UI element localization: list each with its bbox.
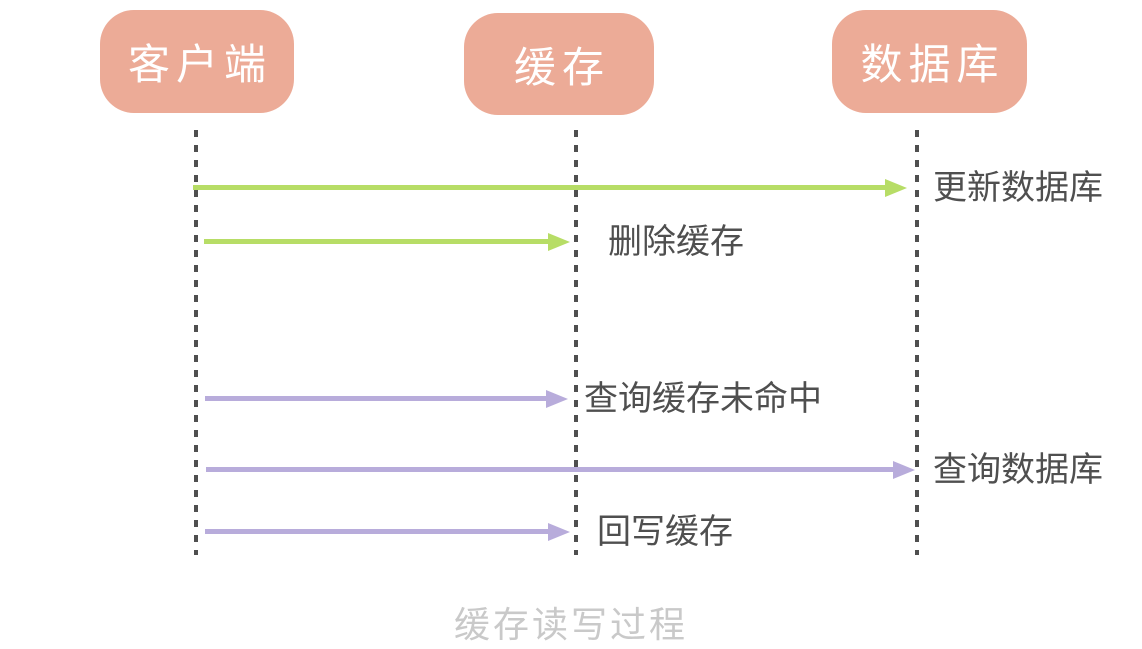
actor-label-database: 数据库	[860, 40, 1005, 89]
arrow-query-database	[206, 461, 915, 479]
message-label-delete-cache: 删除缓存	[608, 222, 744, 262]
lifeline-cache	[574, 130, 578, 555]
arrow-line	[204, 239, 554, 244]
message-label-update-database: 更新数据库	[933, 168, 1103, 208]
diagram-caption: 缓存读写过程	[453, 605, 688, 646]
arrow-line	[206, 467, 899, 472]
lifeline-database	[915, 130, 919, 555]
arrow-head-icon	[548, 523, 570, 541]
message-label-query-cache-miss: 查询缓存未命中	[584, 379, 822, 419]
actor-box-database: 数据库	[832, 10, 1027, 113]
actor-label-client: 客户端	[127, 40, 272, 89]
arrow-head-icon	[548, 233, 570, 251]
arrow-write-back-cache	[205, 523, 570, 541]
message-label-query-database: 查询数据库	[933, 450, 1103, 490]
arrow-line	[193, 185, 891, 190]
arrow-head-icon	[885, 179, 907, 197]
arrow-head-icon	[893, 461, 915, 479]
arrow-query-cache-miss	[205, 390, 568, 408]
message-label-write-back-cache: 回写缓存	[597, 512, 733, 552]
arrow-line	[205, 396, 552, 401]
actor-label-cache: 缓存	[513, 42, 610, 92]
actor-box-cache: 缓存	[464, 13, 654, 115]
arrow-update-database	[193, 179, 907, 197]
arrow-delete-cache	[204, 233, 570, 251]
actor-box-client: 客户端	[100, 10, 294, 113]
arrow-line	[205, 529, 554, 534]
arrow-head-icon	[546, 390, 568, 408]
lifeline-client	[194, 130, 198, 555]
